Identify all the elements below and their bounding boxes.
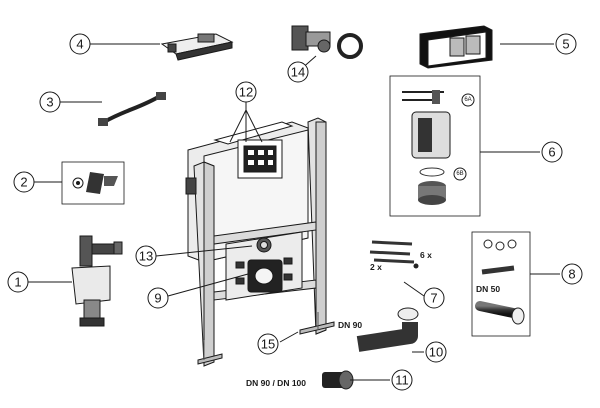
label-6b: 6B bbox=[456, 171, 463, 177]
mounting-bracket-set bbox=[61, 161, 125, 205]
callout-12: 12 bbox=[235, 81, 257, 103]
callout-5: 5 bbox=[555, 33, 577, 55]
leader-lines bbox=[28, 43, 560, 381]
callout-7-number: 7 bbox=[430, 291, 437, 306]
callout-2: 2 bbox=[13, 171, 35, 193]
callout-9: 9 bbox=[147, 287, 169, 309]
callout-3-number: 3 bbox=[46, 95, 53, 110]
flex-hose bbox=[98, 92, 166, 126]
dn90-bend-pipe: DN 90 bbox=[338, 307, 419, 352]
installation-frame bbox=[185, 117, 335, 367]
callout-1: 1 bbox=[7, 271, 29, 293]
callout-6: 6 bbox=[541, 141, 563, 163]
label-dn90-dn100: DN 90 / DN 100 bbox=[246, 378, 306, 388]
label-qty-2x: 2 x bbox=[370, 262, 382, 272]
callout-4: 4 bbox=[69, 33, 91, 55]
label-dn90: DN 90 bbox=[338, 320, 362, 330]
callout-8: 8 bbox=[561, 263, 583, 285]
callout-5-number: 5 bbox=[562, 37, 569, 52]
callout-4-number: 4 bbox=[76, 37, 83, 52]
callout-13-number: 13 bbox=[139, 249, 153, 264]
threaded-rods: 6 x 2 x bbox=[369, 240, 432, 272]
fill-valve bbox=[71, 235, 123, 327]
callout-10-number: 10 bbox=[429, 345, 443, 360]
callout-7: 7 bbox=[423, 287, 445, 309]
callout-11: 11 bbox=[391, 369, 413, 391]
callout-2-number: 2 bbox=[20, 175, 27, 190]
callout-14-number: 14 bbox=[291, 65, 305, 80]
label-qty-6x: 6 x bbox=[420, 250, 432, 260]
callout-14: 14 bbox=[287, 61, 309, 83]
callout-13: 13 bbox=[135, 245, 157, 267]
callout-10: 10 bbox=[425, 341, 447, 363]
actuator-clip bbox=[160, 33, 234, 61]
callout-11-number: 11 bbox=[395, 373, 409, 388]
dn90-dn100-connector: DN 90 / DN 100 bbox=[246, 370, 354, 390]
label-6a: 6A bbox=[464, 97, 471, 103]
callout-9-number: 9 bbox=[154, 291, 161, 306]
callout-3: 3 bbox=[39, 91, 61, 113]
flush-valve-kit: 6A 6B bbox=[389, 75, 481, 217]
angle-valve bbox=[291, 25, 363, 59]
callout-8-number: 8 bbox=[568, 267, 575, 282]
callout-6-number: 6 bbox=[548, 145, 555, 160]
callout-15: 15 bbox=[257, 333, 279, 355]
waste-pipe-kit: DN 50 bbox=[471, 231, 531, 337]
actuator-plate bbox=[419, 25, 493, 69]
label-dn50: DN 50 bbox=[476, 284, 500, 294]
callout-1-number: 1 bbox=[14, 275, 21, 290]
callout-15-number: 15 bbox=[261, 337, 275, 352]
callout-12-number: 12 bbox=[239, 85, 253, 100]
